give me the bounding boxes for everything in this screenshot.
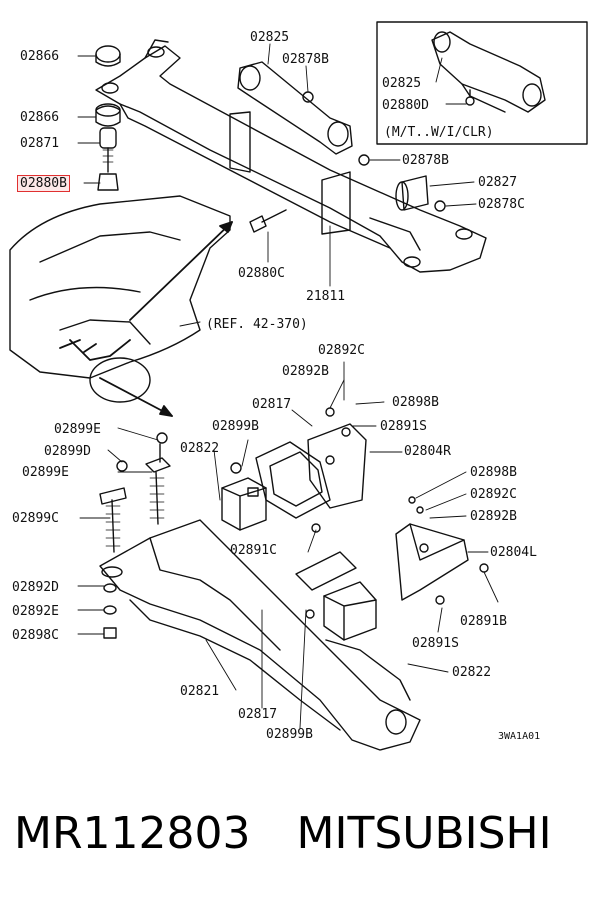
callout-02892C-upper: 02892C <box>318 343 365 358</box>
callout-02880B-highlighted: 02880B <box>17 175 70 192</box>
part-footer: MR112803 MITSUBISHI <box>14 808 594 868</box>
callout-02804R: 02804R <box>404 444 451 459</box>
leader-lines <box>77 43 499 729</box>
callout-21811: 21811 <box>306 289 346 304</box>
callout-02866-upper: 02866 <box>20 49 60 64</box>
upper-mount-02825 <box>237 61 370 166</box>
callout-02899D: 02899D <box>44 444 91 459</box>
inset-box <box>376 21 588 145</box>
callout-02892D: 02892D <box>12 580 59 595</box>
callout-02898B-lower: 02898B <box>470 465 517 480</box>
crossmember-21811 <box>95 39 487 273</box>
callout-02866-lower: 02866 <box>20 110 60 125</box>
callout-02822-lower: 02822 <box>452 665 492 680</box>
insulator-02817-upper <box>255 441 331 519</box>
callout-02804L: 02804L <box>490 545 537 560</box>
bracket-02804R <box>307 407 367 533</box>
callout-02891S-lower: 02891S <box>412 636 459 651</box>
bracket-02804L <box>395 496 489 605</box>
callout-02880C: 02880C <box>238 266 285 281</box>
callout-02827: 02827 <box>478 175 518 190</box>
lower-left-bolts <box>99 432 171 639</box>
insulator-02827 <box>395 175 446 212</box>
bolt-02880C <box>249 209 287 233</box>
exploded-parts-diagram <box>9 21 588 751</box>
callout-inset-caption: (M/T..W/I/CLR) <box>384 125 494 140</box>
left-mount-stack <box>95 45 121 191</box>
callout-02899E-lower: 02899E <box>22 465 69 480</box>
crossmember-02821 <box>99 519 421 751</box>
callout-02899B-upper: 02899B <box>212 419 259 434</box>
callout-02899B-lower: 02899B <box>266 727 313 742</box>
callout-02878C: 02878C <box>478 197 525 212</box>
callout-02899E-upper: 02899E <box>54 422 101 437</box>
callout-02871: 02871 <box>20 136 60 151</box>
callout-02825-upper: 02825 <box>250 30 290 45</box>
callout-02880D: 02880D <box>382 98 429 113</box>
diagram-code: 3WA1A01 <box>498 731 541 742</box>
engine-mount-02822-right <box>295 551 411 701</box>
brand-name: MITSUBISHI <box>296 808 552 859</box>
callout-reference: (REF. 42-370) <box>206 317 308 332</box>
callout-02821: 02821 <box>180 684 220 699</box>
callout-02891C: 02891C <box>230 543 277 558</box>
callout-02817-upper: 02817 <box>252 397 292 412</box>
callout-02822-upper: 02822 <box>180 441 220 456</box>
callout-02898C: 02898C <box>12 628 59 643</box>
engine-mount-02822-left <box>221 462 267 531</box>
part-number: MR112803 <box>14 808 251 859</box>
callout-02899C: 02899C <box>12 511 59 526</box>
callout-02892E: 02892E <box>12 604 59 619</box>
callout-02892C-lower: 02892C <box>470 487 517 502</box>
pointer-arrows <box>99 221 233 417</box>
vehicle-outline <box>9 195 231 403</box>
callout-02817-lower: 02817 <box>238 707 278 722</box>
callout-02825-inset: 02825 <box>382 76 422 91</box>
callout-02878B-mid: 02878B <box>402 153 449 168</box>
callout-02891B: 02891B <box>460 614 507 629</box>
callout-02898B-upper: 02898B <box>392 395 439 410</box>
callout-02878B-upper: 02878B <box>282 52 329 67</box>
callout-02892B-lower: 02892B <box>470 509 517 524</box>
callout-02892B-upper: 02892B <box>282 364 329 379</box>
callout-02891S-upper: 02891S <box>380 419 427 434</box>
